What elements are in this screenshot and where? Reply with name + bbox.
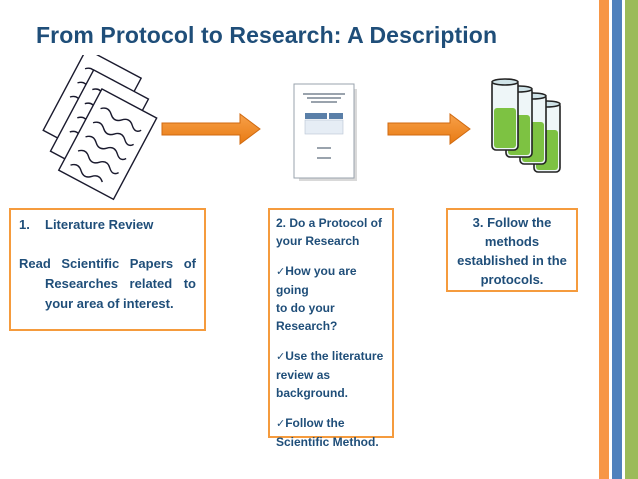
step2-bullet: ✓Use the literature review as background… xyxy=(276,347,387,402)
step1-description: Read Scientific Papers of Researches rel… xyxy=(19,254,196,314)
bullet-line: Use the literature xyxy=(285,349,384,363)
step1-line: Researches related to xyxy=(45,276,196,291)
bullet-line: review as xyxy=(276,368,331,382)
bullet-line: How you are going xyxy=(276,264,357,297)
step3-line: protocols. xyxy=(480,272,544,287)
step2-heading: 2. Do a Protocol of xyxy=(276,216,383,230)
right-arrow-icon xyxy=(161,113,261,145)
step1-heading-label: Literature Review xyxy=(45,217,154,232)
step2-heading: your Research xyxy=(276,234,360,248)
step1-box: 1. Literature Review Read Scientific Pap… xyxy=(9,208,206,331)
decorative-stripes xyxy=(599,0,638,479)
step1-line: Read Scientific Papers of xyxy=(19,256,196,271)
step1-heading: 1. Literature Review xyxy=(19,215,196,235)
bullet-line: Follow the xyxy=(285,416,345,430)
bullet-line: to do your xyxy=(276,301,335,315)
right-arrow-icon xyxy=(387,113,471,145)
step2-box: 2. Do a Protocol of your Research ✓How y… xyxy=(268,208,394,449)
step3-box: 3. Follow the methods established in the… xyxy=(446,208,578,292)
test-tubes-icon xyxy=(491,78,561,173)
bullet-line: Scientific Method. xyxy=(276,435,379,449)
page-title: From Protocol to Research: A Description xyxy=(36,22,498,48)
bullet-line: Research? xyxy=(276,319,338,333)
step3-line: established in the xyxy=(457,253,567,268)
step3-line: 3. Follow the xyxy=(472,215,552,230)
step3-line: methods xyxy=(484,234,540,249)
stack-of-papers-icon xyxy=(42,55,158,201)
step1-number: 1. xyxy=(19,217,30,232)
check-icon: ✓ xyxy=(276,417,286,430)
step2-bullet: ✓Follow the Scientific Method. xyxy=(276,414,387,451)
protocol-document-icon xyxy=(293,83,357,181)
step1-line: your area of interest. xyxy=(45,296,174,311)
check-icon: ✓ xyxy=(276,350,286,363)
check-icon: ✓ xyxy=(276,265,286,278)
step2-bullet: ✓How you are going to do your Research? xyxy=(276,262,387,335)
bullet-line: background. xyxy=(276,386,349,400)
